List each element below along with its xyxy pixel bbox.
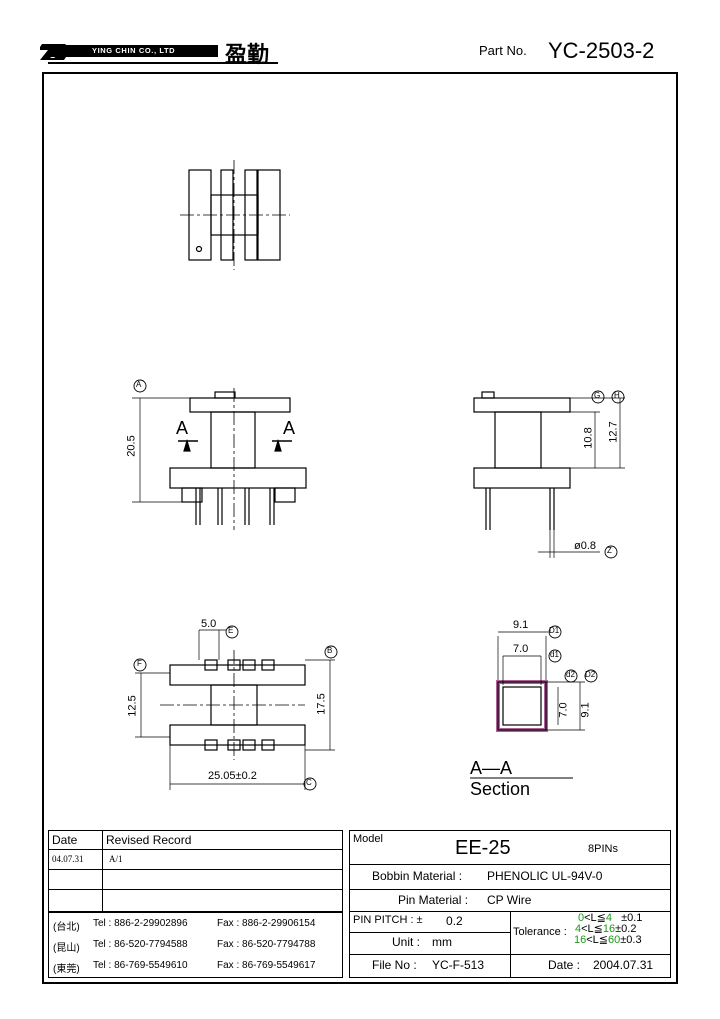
tolerance-op: <L≦ (586, 934, 609, 946)
tolerance-lo: 4 (575, 923, 582, 935)
label-a: A (136, 380, 142, 389)
drawing-frame (42, 72, 678, 984)
revision-record-header: Revised Record (103, 831, 343, 850)
label-d2-upper: D2 (585, 670, 596, 679)
bobbin-material: PHENOLIC UL-94V-0 (487, 869, 603, 883)
tolerance-lo: 16 (574, 934, 587, 946)
divider (350, 932, 510, 933)
contact-tel: Tel : 886-2-29902896 (93, 918, 188, 929)
label-b: B (327, 646, 333, 655)
section-title: A—A Section (470, 758, 531, 799)
tolerance-lo: 0 (578, 912, 585, 924)
tolerance-row: 0<L≦4 ±0.1 (578, 913, 642, 924)
tolerance-label: Tolerance : (513, 926, 567, 938)
pin-pitch: 0.2 (446, 914, 463, 928)
dim-7-0-side: 7.0 (557, 702, 570, 718)
label-d1-upper: D1 (549, 626, 560, 635)
bottom-view (135, 629, 335, 790)
label-z: Z (607, 546, 612, 555)
contacts-block: (台北) Tel : 886-2-29902896 Fax : 886-2-29… (48, 912, 343, 978)
front-view (132, 388, 307, 530)
side-view (473, 391, 625, 558)
revision-table: Date Revised Record 04.07.31 A/1 (48, 830, 343, 912)
logo-bar (48, 45, 218, 57)
tolerance-row: 16<L≦60±0.3 (574, 935, 642, 946)
company-name: YING CHIN CO., LTD (92, 46, 176, 55)
unit-value: mm (432, 935, 452, 949)
dim-9-1-side: 9.1 (579, 702, 592, 718)
label-h: H (614, 391, 620, 400)
section-view (470, 631, 585, 779)
dim-12-7: 12.7 (607, 421, 620, 443)
label-f: F (137, 659, 142, 668)
model-label: Model (353, 833, 383, 845)
tolerance-val: ±0.3 (620, 934, 642, 946)
revision-date-header: Date (49, 831, 103, 850)
section-marker-right: A (283, 418, 296, 438)
tolerance-val: ±0.2 (615, 923, 637, 935)
revision-record (103, 870, 343, 890)
part-no-label: Part No. (479, 43, 527, 58)
tolerance-op: <L≦ (581, 923, 603, 935)
part-no: YC-2503-2 (548, 38, 655, 63)
tolerance-row: 4<L≦16±0.2 (575, 924, 636, 935)
header-underline (48, 62, 278, 64)
dim-phi-0-8: ø0.8 (574, 540, 597, 552)
pin-material-label: Pin Material : (398, 893, 469, 907)
contact-region: (昆山) (53, 943, 80, 954)
contact-tel: Tel : 86-520-7794588 (93, 939, 188, 950)
divider (510, 911, 511, 954)
contact-region: (台北) (53, 922, 80, 933)
bobbin-material-label: Bobbin Material : (372, 869, 463, 883)
pin-material: CP Wire (487, 893, 532, 907)
revision-date: 04.07.31 (49, 850, 103, 870)
divider (350, 889, 670, 890)
tolerance-val: ±0.1 (621, 912, 643, 924)
dim-5-0: 5.0 (201, 618, 217, 630)
model-value: EE-25 (455, 837, 511, 859)
section-marker-left: A (176, 418, 189, 438)
contact-fax: Fax : 86-520-7794788 (217, 939, 316, 950)
unit-label: Unit : (392, 935, 421, 949)
label-e: E (228, 626, 234, 635)
dim-25-05: 25.05±0.2 (208, 770, 257, 782)
revision-record: A/1 (103, 850, 343, 870)
dim-12-5: 12.5 (126, 695, 139, 717)
revision-date (49, 870, 103, 890)
file-no: YC-F-513 (432, 958, 485, 972)
date-value: 2004.07.31 (593, 958, 654, 972)
tolerance-hi: 16 (602, 923, 616, 935)
pin-count: 8PINs (588, 843, 618, 855)
dim-9-1-top: 9.1 (513, 619, 529, 631)
revision-record (103, 890, 343, 911)
contact-region: (東莞) (53, 964, 80, 975)
dim-7-0-top: 7.0 (513, 643, 529, 655)
tolerance-op: <L≦ (584, 912, 606, 924)
label-d1-lower: d1 (550, 650, 559, 659)
label-c: C (306, 778, 312, 787)
tolerance-hi: 4 (605, 912, 613, 924)
contact-tel: Tel : 86-769-5549610 (93, 960, 188, 971)
dim-10-8: 10.8 (582, 427, 595, 449)
top-view (180, 160, 290, 270)
tolerance-hi: 60 (608, 934, 621, 946)
label-d2-lower: d2 (566, 670, 575, 679)
spec-table: Model EE-25 8PINs Bobbin Material : PHEN… (349, 830, 671, 978)
dim-20-5: 20.5 (125, 435, 138, 457)
label-g: G (594, 391, 601, 400)
technical-drawing (132, 160, 625, 791)
pin-pitch-label: PIN PITCH : ± (353, 914, 423, 926)
date-label: Date : (548, 958, 581, 972)
contact-fax: Fax : 86-769-5549617 (217, 960, 316, 971)
dim-17-5: 17.5 (315, 693, 328, 715)
contact-fax: Fax : 886-2-29906154 (217, 918, 316, 929)
divider (510, 954, 511, 977)
file-no-label: File No : (372, 958, 417, 972)
divider (350, 864, 670, 865)
revision-date (49, 890, 103, 911)
